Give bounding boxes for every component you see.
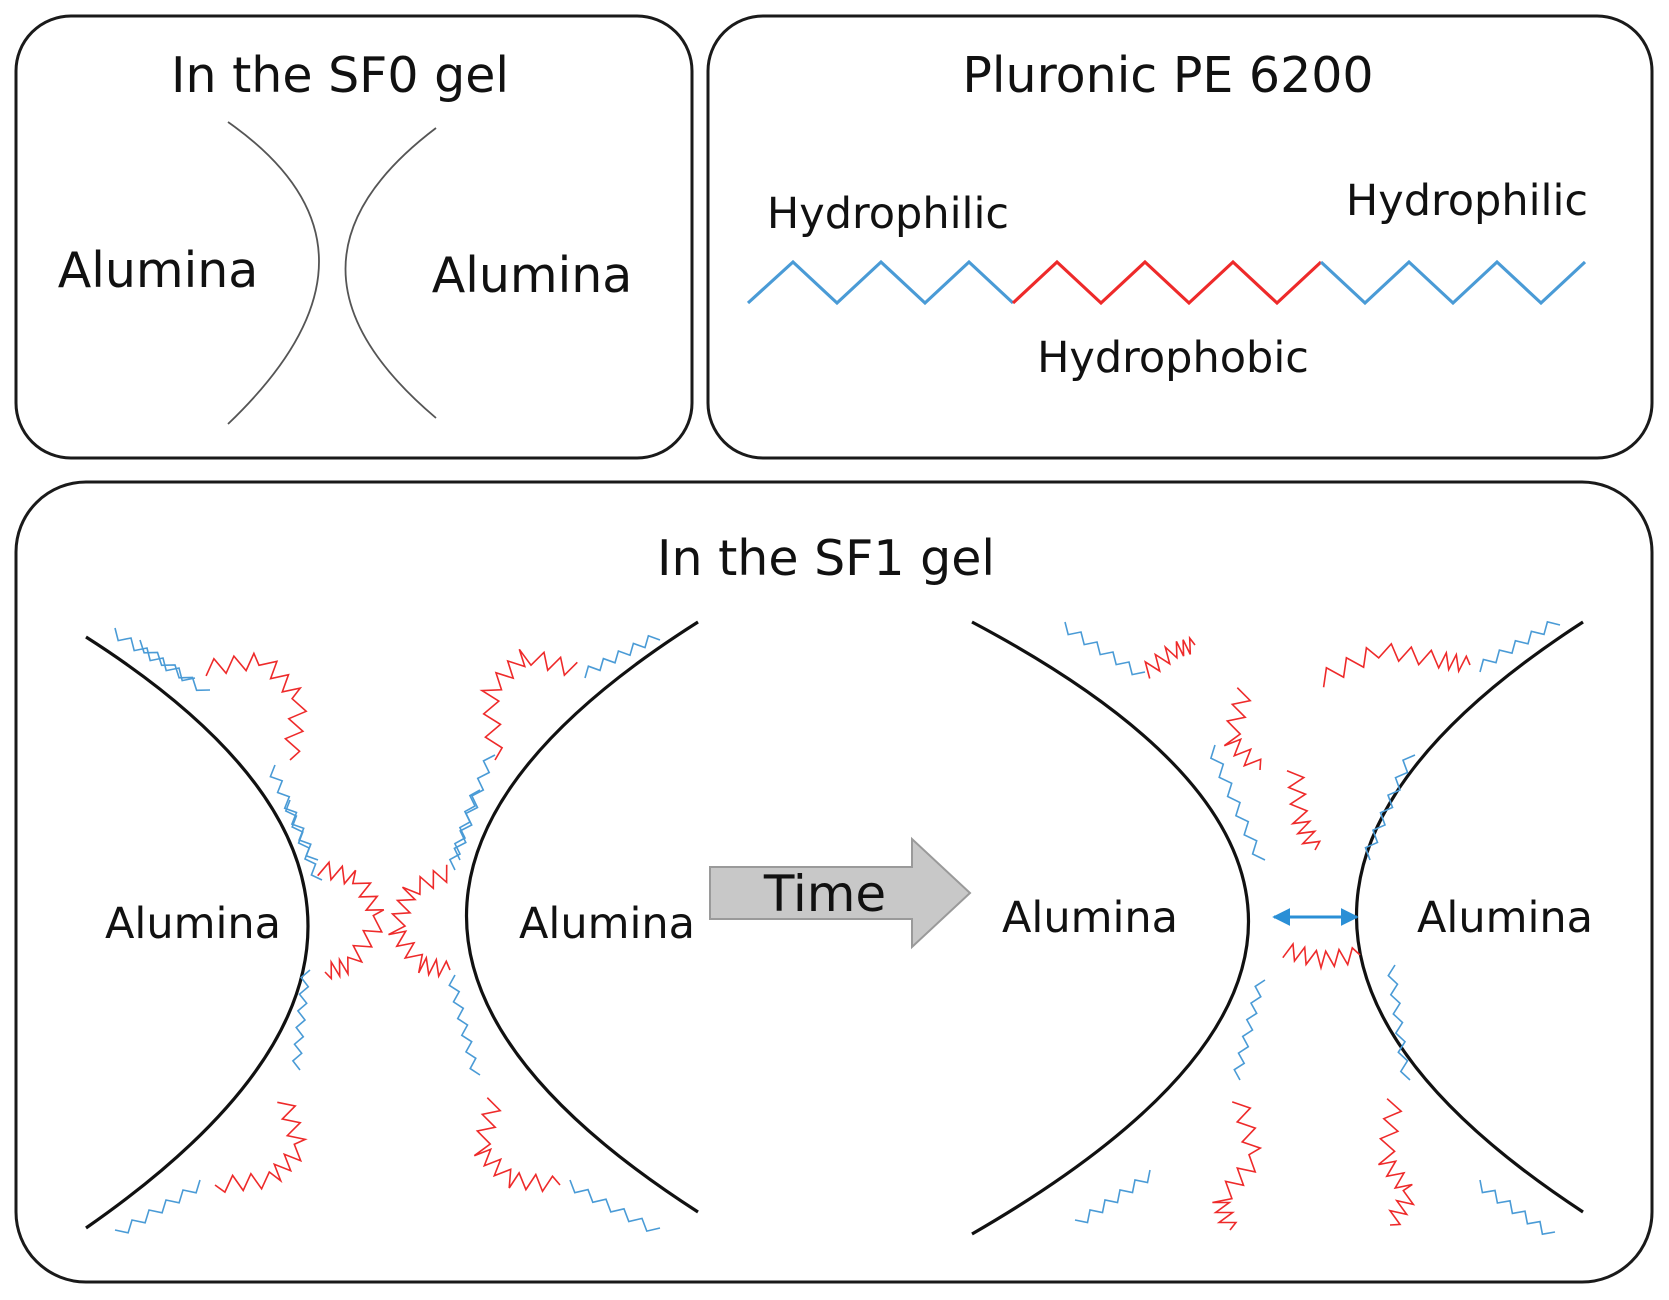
chain-hydrophobic: [1223, 687, 1262, 771]
chain-hydrophilic: [584, 634, 661, 679]
sf0-right-particle-edge: [344, 127, 437, 419]
panel-pluronic: Pluronic PE 6200 Hydrophilic Hydrophilic…: [706, 14, 1654, 460]
chain-hydrophobic: [388, 864, 451, 979]
panel-sf0: In the SF0 gel Alumina Alumina: [14, 14, 694, 460]
chain-hydrophobic: [1377, 1098, 1416, 1226]
chain-hydrophilic: [1064, 621, 1146, 676]
chain-hydrophobic: [1212, 1101, 1263, 1231]
sf1-alumina-label-2: Alumina: [519, 899, 695, 949]
chain-hydrophobic: [1144, 635, 1196, 679]
sf1-particle-1-edge: [85, 635, 310, 1230]
chain-hydrophobic: [479, 648, 578, 761]
sf1-adsorbed-polymer-chains: [114, 620, 1561, 1236]
sf0-left-particle-edge: [227, 121, 320, 425]
chain-hydrophilic: [1387, 964, 1411, 1081]
chain-hydrophilic: [269, 764, 319, 861]
chain-hydrophilic: [1479, 1179, 1556, 1236]
pluronic-hydrophilic-left-label: Hydrophilic: [767, 189, 1009, 239]
sf1-alumina-label-4: Alumina: [1417, 893, 1593, 943]
time-arrow-icon: [709, 836, 972, 950]
chain-hydrophobic: [1286, 770, 1322, 851]
chain-hydrophilic: [1233, 979, 1266, 1081]
chain-hydrophilic: [139, 639, 211, 692]
chain-hydrophobic: [473, 1097, 561, 1194]
sf1-particle-3-edge: [971, 620, 1250, 1236]
sf1-particle-2-edge: [465, 620, 699, 1214]
panel-pluronic-frame: [706, 14, 1654, 460]
chain-hydrophobic: [1322, 642, 1471, 688]
chain-hydrophilic: [114, 1179, 201, 1234]
chain-hydrophilic: [448, 974, 481, 1076]
chain-hydrophilic: [291, 969, 311, 1071]
chain-hydrophobic: [205, 651, 308, 761]
chain-hydrophilic: [448, 789, 481, 871]
chain-hydrophilic: [453, 754, 496, 861]
panel-sf0-frame: [14, 14, 694, 460]
pluronic-hydrophobic-block: [1011, 259, 1323, 306]
panel-sf1: In the SF1 gel Time Alumina Alumina Alum…: [14, 480, 1654, 1284]
panel-sf1-title: In the SF1 gel: [657, 530, 995, 587]
pluronic-hydrophilic-block-left: [746, 259, 1015, 306]
sf0-right-alumina-label: Alumina: [432, 247, 633, 304]
pluronic-hydrophilic-right-label: Hydrophilic: [1346, 176, 1588, 226]
chain-hydrophilic: [114, 627, 196, 682]
panel-sf0-title: In the SF0 gel: [171, 47, 509, 104]
chain-hydrophilic: [1209, 744, 1266, 861]
sf1-alumina-label-1: Alumina: [105, 899, 281, 949]
panel-pluronic-title: Pluronic PE 6200: [962, 47, 1373, 104]
time-arrow: Time: [709, 836, 972, 950]
chain-hydrophobic: [317, 860, 385, 981]
chain-hydrophobic: [1282, 941, 1361, 971]
sf1-alumina-label-3: Alumina: [1002, 893, 1178, 943]
chain-hydrophilic: [1364, 754, 1416, 861]
time-arrow-label: Time: [763, 865, 886, 923]
chain-hydrophilic: [1074, 1169, 1151, 1224]
chain-hydrophilic: [1479, 620, 1561, 673]
pluronic-hydrophilic-block-right: [1319, 259, 1587, 306]
pluronic-hydrophobic-label: Hydrophobic: [1037, 333, 1309, 383]
sf0-left-alumina-label: Alumina: [58, 242, 259, 299]
chain-hydrophilic: [569, 1179, 661, 1233]
chain-hydrophobic: [214, 1101, 308, 1194]
chain-hydrophilic: [284, 799, 323, 881]
